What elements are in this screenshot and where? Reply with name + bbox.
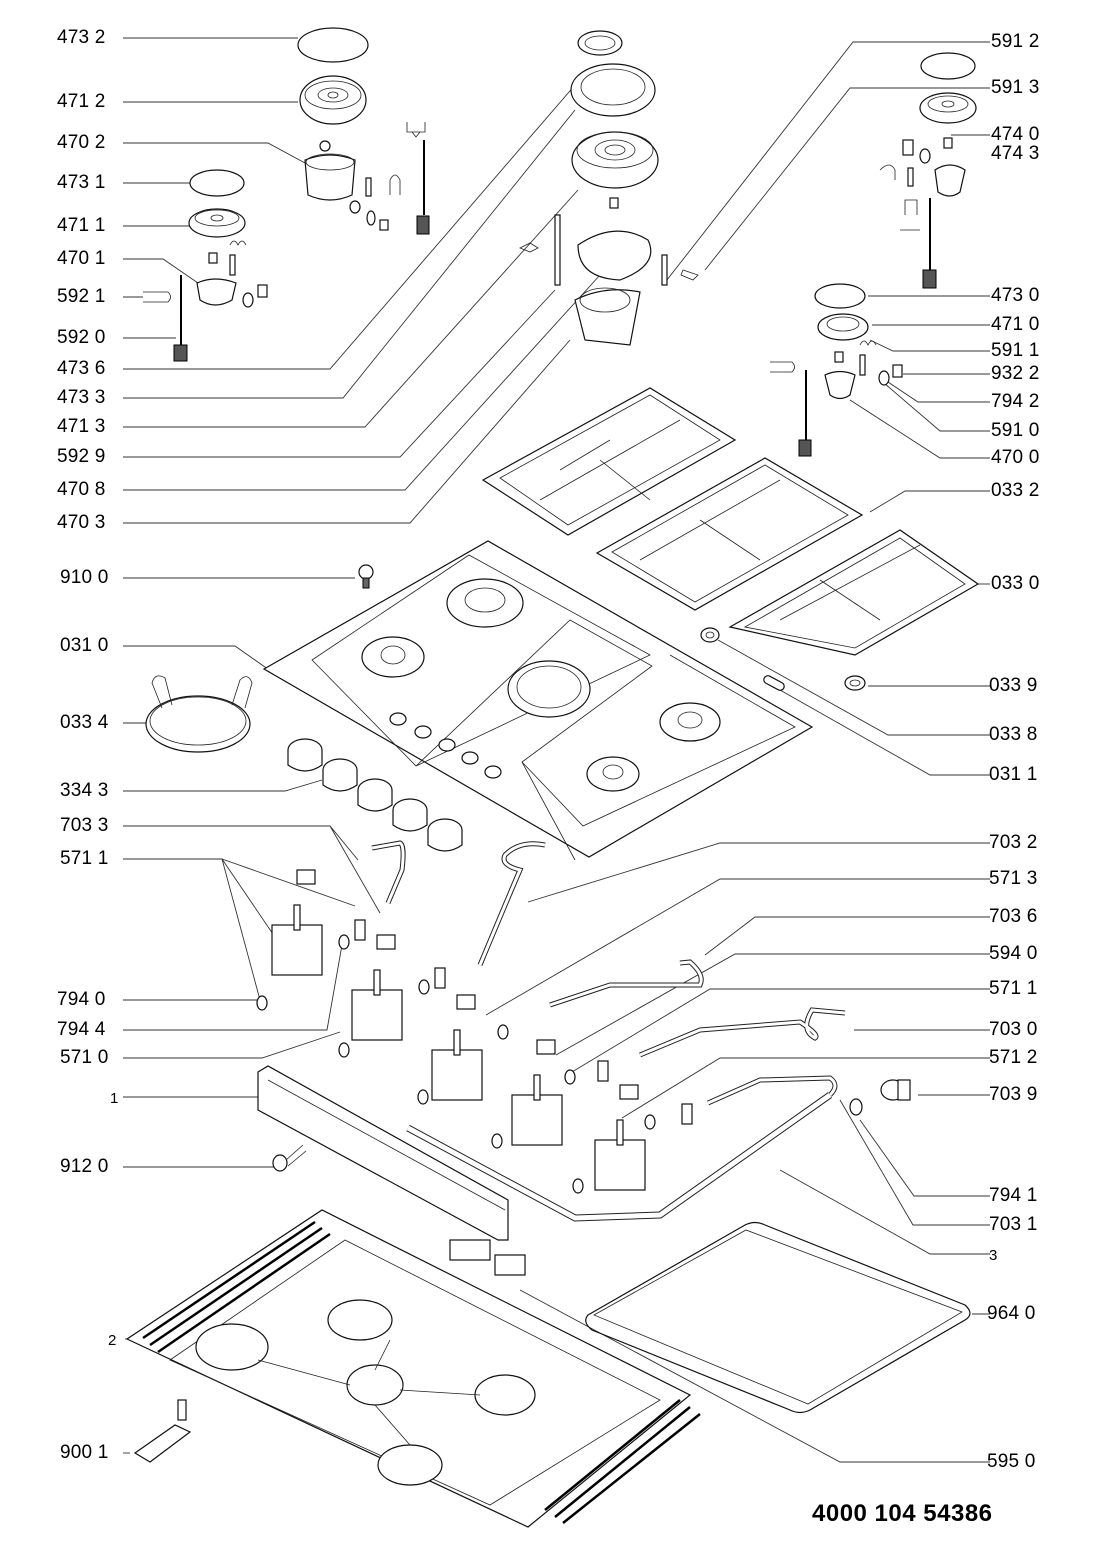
part-label-964-0: 964 0 bbox=[987, 1303, 1036, 1324]
injector-592-9 bbox=[519, 197, 619, 286]
part-label-571-0: 571 0 bbox=[60, 1047, 109, 1068]
burner-cap-473-0 bbox=[814, 283, 866, 309]
part-label-703-2: 703 2 bbox=[989, 832, 1038, 853]
part-label-473-0: 473 0 bbox=[991, 285, 1040, 306]
burner-cap-473-2 bbox=[297, 27, 369, 63]
burner-head-591-3 bbox=[919, 92, 977, 124]
part-label-473-3: 473 3 bbox=[57, 387, 106, 408]
part-label-932-2: 932 2 bbox=[991, 363, 1040, 384]
part-label-571-2: 571 2 bbox=[989, 1047, 1038, 1068]
part-label-471-0: 471 0 bbox=[991, 314, 1040, 335]
part-label-474-3: 474 3 bbox=[991, 143, 1040, 164]
part-label-595-0: 595 0 bbox=[987, 1451, 1036, 1472]
gas-pipes bbox=[371, 840, 846, 1222]
elbow-703-9 bbox=[880, 1079, 911, 1101]
document-number: 4000 104 54386 bbox=[812, 1500, 993, 1527]
part-label-591-2: 591 2 bbox=[991, 31, 1040, 52]
part-label-591-3: 591 3 bbox=[991, 77, 1040, 98]
part-label-571-1: 571 1 bbox=[60, 848, 109, 869]
leader-lines-right bbox=[485, 41, 990, 1463]
part-label-900-1: 900 1 bbox=[60, 1442, 109, 1463]
part-label-033-0: 033 0 bbox=[991, 573, 1040, 594]
burner-body-470-0 bbox=[770, 340, 903, 457]
part-label-794-4: 794 4 bbox=[57, 1019, 106, 1040]
part-label-471-2: 471 2 bbox=[57, 91, 106, 112]
burner-base-470-3 bbox=[574, 254, 699, 346]
part-label-592-9: 592 9 bbox=[57, 446, 106, 467]
part-label-591-1: 591 1 bbox=[991, 340, 1040, 361]
part-label-591-0: 591 0 bbox=[991, 420, 1040, 441]
burner-cap-591-2 bbox=[920, 52, 976, 80]
part-label-471-3: 471 3 bbox=[57, 416, 106, 437]
gasket-470-8 bbox=[577, 230, 652, 281]
part-label-592-1: 592 1 bbox=[57, 286, 106, 307]
screw-910-0 bbox=[358, 564, 374, 589]
part-label-703-6: 703 6 bbox=[989, 906, 1038, 927]
seal-964-0 bbox=[585, 1221, 971, 1414]
bracket-900-1 bbox=[133, 1399, 192, 1463]
burner-cap-473-1 bbox=[189, 169, 245, 197]
wok-ring-033-4 bbox=[145, 675, 253, 753]
burner-head-471-0 bbox=[817, 313, 869, 341]
part-label-571-1-right: 571 1 bbox=[989, 978, 1038, 999]
part-label-794-1: 794 1 bbox=[989, 1185, 1038, 1206]
part-label-703-9: 703 9 bbox=[989, 1084, 1038, 1105]
burner-body-470-1 bbox=[143, 252, 268, 362]
washer-794-1 bbox=[849, 1098, 863, 1116]
part-label-033-8: 033 8 bbox=[989, 724, 1038, 745]
connector-595-0 bbox=[449, 1239, 526, 1276]
part-label-470-8: 470 8 bbox=[57, 479, 106, 500]
part-label-033-9: 033 9 bbox=[989, 675, 1038, 696]
part-label-031-1: 031 1 bbox=[989, 764, 1038, 785]
part-label-910-0: 910 0 bbox=[60, 567, 109, 588]
part-label-473-1: 473 1 bbox=[57, 172, 106, 193]
base-pan-2 bbox=[125, 1209, 701, 1528]
part-label-470-0: 470 0 bbox=[991, 447, 1040, 468]
leader-lines-left bbox=[123, 37, 601, 1454]
part-label-1: 1 bbox=[110, 1090, 119, 1107]
part-label-703-0: 703 0 bbox=[989, 1019, 1038, 1040]
part-label-473-6: 473 6 bbox=[57, 358, 106, 379]
part-label-912-0: 912 0 bbox=[60, 1156, 109, 1177]
part-label-571-3: 571 3 bbox=[989, 868, 1038, 889]
burner-body-474 bbox=[879, 137, 966, 289]
gas-taps-571 bbox=[256, 869, 693, 1194]
part-label-471-1: 471 1 bbox=[57, 215, 106, 236]
wok-ring-473-3 bbox=[570, 63, 656, 117]
pan-support-center-033-2 bbox=[595, 457, 864, 611]
pan-support-right-033-0 bbox=[728, 529, 980, 656]
screw-912-0 bbox=[272, 1144, 307, 1172]
part-label-031-0: 031 0 bbox=[60, 635, 109, 656]
part-label-794-0: 794 0 bbox=[57, 989, 106, 1010]
part-label-794-2: 794 2 bbox=[991, 391, 1040, 412]
seal-033-9 bbox=[844, 675, 866, 691]
front-rail-1 bbox=[257, 1065, 509, 1241]
part-label-334-3: 334 3 bbox=[60, 780, 109, 801]
part-label-592-0: 592 0 bbox=[57, 327, 106, 348]
part-label-2: 2 bbox=[108, 1332, 117, 1349]
burner-body-470-2 bbox=[304, 122, 430, 235]
part-label-033-2: 033 2 bbox=[991, 480, 1040, 501]
part-label-470-2: 470 2 bbox=[57, 132, 106, 153]
part-label-594-0: 594 0 bbox=[989, 943, 1038, 964]
part-label-473-2: 473 2 bbox=[57, 27, 106, 48]
part-label-3: 3 bbox=[989, 1247, 998, 1264]
wok-head-471-3 bbox=[571, 131, 659, 189]
part-label-470-1: 470 1 bbox=[57, 248, 106, 269]
burner-head-471-2 bbox=[299, 75, 367, 125]
pan-support-left bbox=[481, 387, 737, 536]
part-label-033-4: 033 4 bbox=[60, 712, 109, 733]
part-label-470-3: 470 3 bbox=[57, 512, 106, 533]
wok-cap-473-6 bbox=[577, 30, 623, 56]
part-label-474-0: 474 0 bbox=[991, 124, 1040, 145]
part-label-703-3: 703 3 bbox=[60, 815, 109, 836]
knobs-334-3 bbox=[287, 738, 463, 852]
part-label-703-1: 703 1 bbox=[989, 1214, 1038, 1235]
burner-head-471-1 bbox=[188, 208, 247, 246]
hob-top-031-0 bbox=[262, 540, 814, 861]
